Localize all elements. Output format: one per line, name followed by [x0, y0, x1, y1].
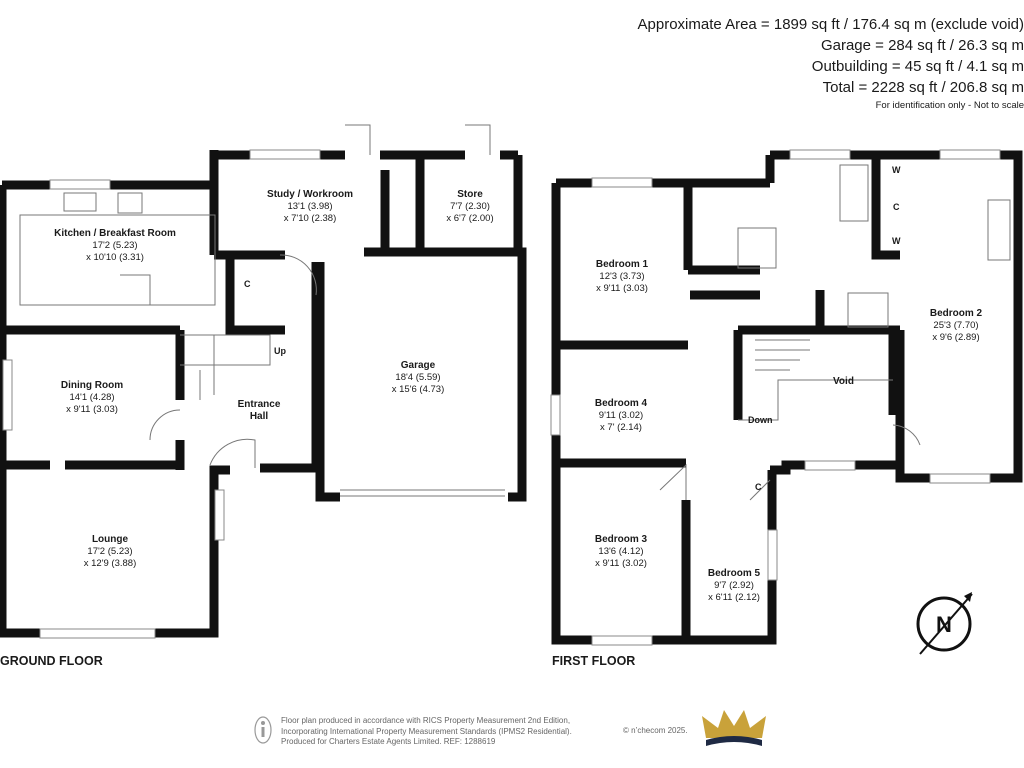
room-study: Study / Workroom 13'1 (3.98) x 7'10 (2.3…	[267, 189, 353, 225]
wardrobe-label: W	[892, 165, 901, 175]
room-dim: x 15'6 (4.73)	[391, 384, 445, 395]
area-line-approx: Approximate Area = 1899 sq ft / 176.4 sq…	[637, 16, 1024, 33]
first-floor-title: FIRST FLOOR	[552, 654, 636, 668]
room-name: Entrance	[237, 399, 281, 410]
room-dim: x 9'11 (3.03)	[596, 283, 648, 294]
footer-text: Floor plan produced in accordance with R…	[281, 716, 572, 748]
room-dim: 12'3 (3.73)	[599, 271, 645, 282]
room-dim: 14'1 (4.28)	[69, 392, 115, 403]
room-lounge: Lounge 17'2 (5.23) x 12'9 (3.88)	[84, 534, 137, 570]
room-kitchen: Kitchen / Breakfast Room 17'2 (5.23) x 1…	[54, 228, 176, 264]
ground-floor-title: GROUND FLOOR	[0, 654, 103, 668]
room-dim: 7'7 (2.30)	[450, 201, 490, 212]
room-dim: x 10'10 (3.31)	[86, 252, 144, 263]
room-dim: 9'7 (2.92)	[714, 580, 754, 591]
room-bedroom-5: Bedroom 5 9'7 (2.92) x 6'11 (2.12)	[708, 568, 760, 604]
room-bedroom-2: Bedroom 2 25'3 (7.70) x 9'6 (2.89)	[930, 308, 982, 344]
room-name: Bedroom 2	[929, 308, 983, 319]
room-name: Bedroom 5	[707, 568, 761, 579]
area-line-garage: Garage = 284 sq ft / 26.3 sq m	[820, 37, 1024, 54]
room-dim: x 7'10 (2.38)	[283, 213, 337, 224]
crown-logo-icon	[700, 708, 768, 752]
footer-line: Floor plan produced in accordance with R…	[281, 716, 571, 725]
footer-line: Produced for Charters Estate Agents Limi…	[281, 737, 496, 746]
info-person-icon	[254, 716, 272, 744]
room-dim: x 6'11 (2.12)	[708, 592, 760, 603]
room-bedroom-1: Bedroom 1 12'3 (3.73) x 9'11 (3.03)	[596, 259, 648, 295]
area-summary: Approximate Area = 1899 sq ft / 176.4 sq…	[504, 14, 1024, 111]
room-name: Lounge	[91, 534, 129, 545]
room-dim: 13'6 (4.12)	[598, 546, 644, 557]
room-dim: 18'4 (5.59)	[395, 372, 441, 383]
room-name: Bedroom 1	[595, 259, 649, 270]
wardrobe-label: W	[892, 236, 901, 246]
room-bedroom-4: Bedroom 4 9'11 (3.02) x 7' (2.14)	[595, 398, 647, 434]
area-line-total: Total = 2228 sq ft / 206.8 sq m	[822, 79, 1024, 96]
compass-letter: N	[936, 612, 952, 637]
room-dim: x 9'11 (3.03)	[66, 404, 118, 415]
room-name: Bedroom 3	[594, 534, 648, 545]
thin-lines	[19, 124, 1011, 501]
footer-line: Incorporating International Property Mea…	[281, 726, 572, 736]
cupboard-label: C	[244, 279, 251, 289]
room-dim: x 9'11 (3.02)	[595, 558, 647, 569]
room-garage: Garage 18'4 (5.59) x 15'6 (4.73)	[392, 360, 445, 396]
room-dim: x 6'7 (2.00)	[446, 213, 494, 224]
windows	[2, 149, 1001, 646]
room-dim: x 7' (2.14)	[600, 422, 642, 433]
room-name: Garage	[400, 360, 436, 371]
cupboard-label: C	[755, 482, 762, 492]
room-name: Bedroom 4	[594, 398, 648, 409]
room-dim: 17'2 (5.23)	[87, 546, 133, 557]
cupboard-label: C	[893, 202, 900, 212]
room-name: Study / Workroom	[267, 189, 353, 200]
room-dining: Dining Room 14'1 (4.28) x 9'11 (3.03)	[61, 380, 123, 416]
stairs-up-label: Up	[274, 346, 286, 356]
room-dim: 25'3 (7.70)	[933, 320, 979, 331]
void-label: Void	[833, 376, 854, 387]
room-dim: x 12'9 (3.88)	[83, 558, 137, 569]
room-dim: 17'2 (5.23)	[92, 240, 138, 251]
room-name: Store	[457, 189, 483, 200]
room-bedroom-3: Bedroom 3 13'6 (4.12) x 9'11 (3.02)	[595, 534, 647, 570]
copyright-text: © n’checom 2025.	[623, 726, 688, 735]
stairs-down-label: Down	[748, 415, 773, 425]
room-name: Hall	[249, 411, 269, 422]
compass-icon: N	[910, 588, 982, 660]
room-entrance-hall: Entrance Hall	[238, 399, 281, 423]
room-dim: 13'1 (3.98)	[287, 201, 333, 212]
room-store: Store 7'7 (2.30) x 6'7 (2.00)	[446, 189, 493, 225]
area-line-outbuilding: Outbuilding = 45 sq ft / 4.1 sq m	[811, 58, 1024, 75]
room-dim: 9'11 (3.02)	[598, 410, 644, 421]
room-name: Kitchen / Breakfast Room	[54, 228, 176, 239]
room-dim: x 9'6 (2.89)	[932, 332, 980, 343]
scale-disclaimer: For identification only - Not to scale	[875, 100, 1024, 111]
room-name: Dining Room	[60, 380, 124, 391]
